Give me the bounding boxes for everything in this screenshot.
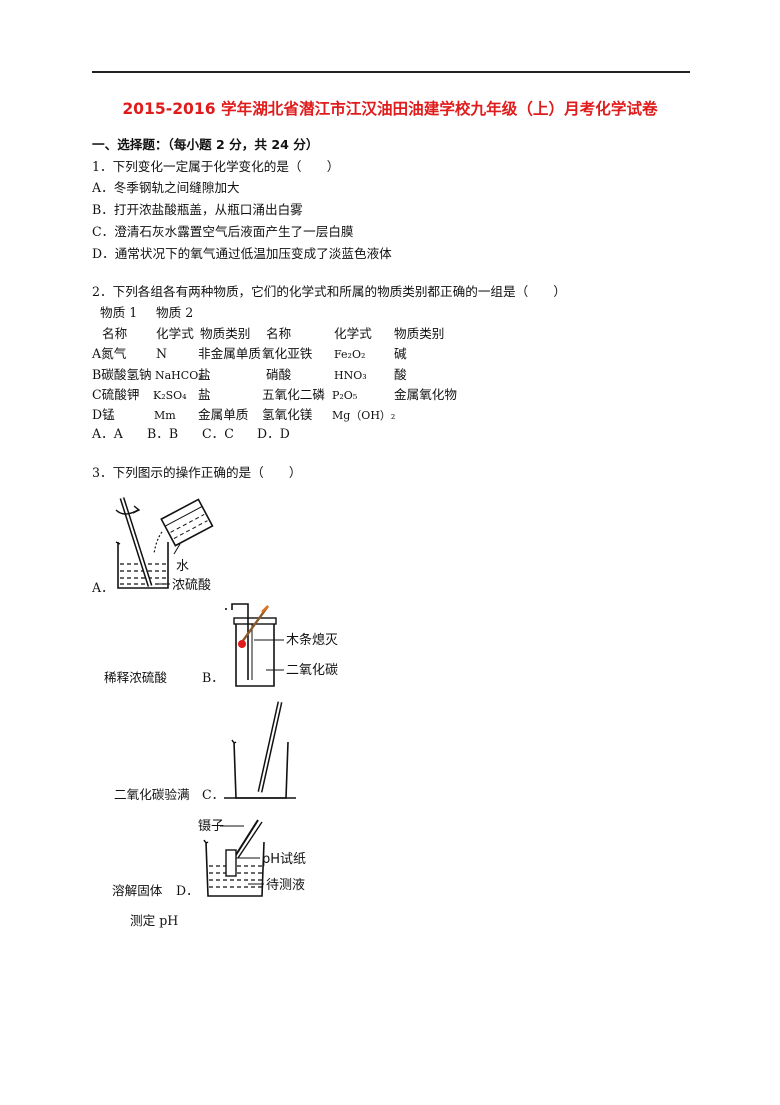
q3-stem: 3．下列图示的操作正确的是（ ） bbox=[92, 465, 302, 480]
figure-d-ph-test: 镊子 pH试纸 待测液 bbox=[198, 819, 306, 897]
q1-stem: 1．下列变化一定属于化学变化的是（ ） bbox=[92, 159, 340, 174]
q2-cell: 氧化亚铁 bbox=[262, 346, 313, 361]
q1-option-c: C．澄清石灰水露置空气后液面产生了一层白膜 bbox=[92, 224, 354, 239]
q2-cell: C硫酸钾 bbox=[92, 387, 140, 402]
q2-answer-c: C．C bbox=[202, 426, 234, 441]
q2-answer-d: D．D bbox=[257, 426, 290, 441]
q2-cell: P₂O₅ bbox=[332, 389, 358, 402]
figure-b-label-co2: 二氧化碳 bbox=[286, 663, 338, 678]
header-rule bbox=[92, 71, 690, 73]
q2-col-formula-1: 化学式 bbox=[156, 326, 194, 341]
figure-d-label-tweezers: 镊子 bbox=[198, 819, 224, 834]
page-title: 2015-2016 学年湖北省潜江市江汉油田油建学校九年级（上）月考化学试卷 bbox=[122, 100, 658, 118]
q3-letter-c: C． bbox=[202, 787, 225, 802]
q3-caption-d: 测定 pH bbox=[130, 913, 179, 928]
q2-col-formula-2: 化学式 bbox=[334, 326, 372, 341]
q2-answer-a: A．A bbox=[92, 426, 123, 441]
q3-caption-c: 溶解固体 bbox=[112, 883, 163, 898]
section-heading: 一、选择题：（每小题 2 分，共 24 分） bbox=[92, 137, 319, 152]
q3-caption-b: 二氧化碳验满 bbox=[114, 787, 190, 802]
q2-cell: 五氧化二磷 bbox=[262, 387, 325, 402]
q2-cell: 非金属单质 bbox=[198, 346, 261, 361]
q2-group-2: 物质 2 bbox=[156, 305, 194, 320]
q2-cell: Mg（OH）₂ bbox=[332, 409, 396, 422]
q2-col-type-2: 物质类别 bbox=[394, 326, 445, 341]
q2-cell: K₂SO₄ bbox=[153, 389, 187, 402]
q2-cell: Mm bbox=[154, 409, 176, 422]
figure-c-dissolve bbox=[224, 701, 296, 799]
q2-cell: 酸 bbox=[394, 367, 407, 382]
figure-b-co2-check: 木条熄灭 二氧化碳 bbox=[225, 603, 338, 687]
q1-option-a: A．冬季钢轨之间缝隙加大 bbox=[92, 180, 240, 195]
q3-letter-a: A． bbox=[92, 580, 114, 595]
q2-cell: A氮气 bbox=[92, 346, 127, 361]
figure-d-label-solution: 待测液 bbox=[266, 878, 305, 893]
figure-b-label-splint: 木条熄灭 bbox=[286, 632, 338, 648]
q2-cell: 碱 bbox=[394, 346, 407, 361]
q2-col-name-2: 名称 bbox=[266, 326, 292, 341]
q2-answer-b: B．B bbox=[147, 426, 179, 441]
q2-stem: 2．下列各组各有两种物质，它们的化学式和所属的物质类别都正确的一组是（ ） bbox=[92, 284, 566, 299]
q2-cell: 氢氧化镁 bbox=[262, 407, 313, 422]
q2-cell: B碳酸氢钠 bbox=[92, 367, 152, 382]
q1-option-d: D．通常状况下的氧气通过低温加压变成了淡蓝色液体 bbox=[92, 246, 392, 261]
q2-col-type-1: 物质类别 bbox=[200, 326, 251, 341]
q2-cell: N bbox=[156, 346, 168, 361]
q2-cell: 盐 bbox=[198, 387, 211, 402]
q3-letter-b: B． bbox=[202, 670, 224, 685]
q2-cell: Fe₂O₂ bbox=[334, 348, 366, 361]
q2-cell: NaHCO₃ bbox=[155, 369, 203, 382]
q2-col-name-1: 名称 bbox=[102, 326, 128, 341]
q2-cell: 盐 bbox=[198, 367, 211, 382]
q2-cell: 金属氧化物 bbox=[394, 387, 457, 402]
q2-group-1: 物质 1 bbox=[100, 305, 138, 320]
figure-a-dilution: 水 浓硫酸 bbox=[115, 497, 214, 593]
q3-caption-a: 稀释浓硫酸 bbox=[104, 670, 167, 685]
figure-a-label-water: 水 bbox=[176, 559, 189, 574]
q2-cell: 金属单质 bbox=[198, 407, 249, 422]
q3-letter-d: D． bbox=[176, 883, 199, 898]
figure-a-label-acid: 浓硫酸 bbox=[172, 578, 211, 593]
figure-d-label-ph-paper: pH试纸 bbox=[262, 852, 306, 867]
q2-cell: 硝酸 bbox=[266, 367, 292, 382]
q2-cell: D锰 bbox=[92, 407, 115, 422]
q1-option-b: B．打开浓盐酸瓶盖，从瓶口涌出白雾 bbox=[92, 202, 303, 217]
q2-cell: HNO₃ bbox=[334, 369, 367, 382]
